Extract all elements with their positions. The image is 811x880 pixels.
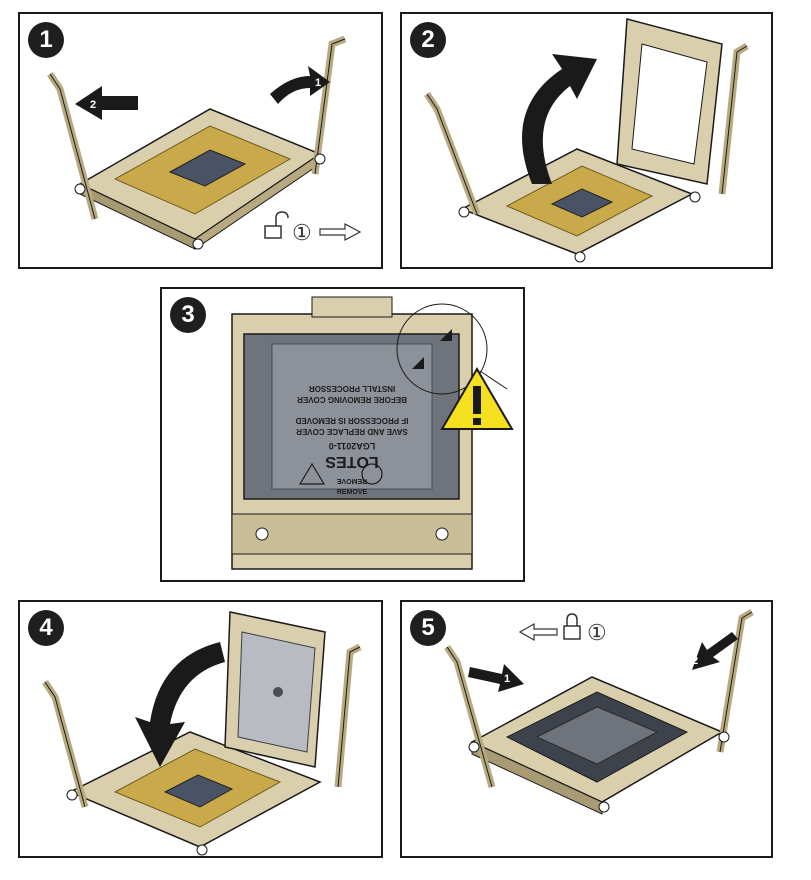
right-lever xyxy=(722,46,747,194)
step-4-panel: 4 xyxy=(18,600,383,858)
cover-text-brand: LOTES xyxy=(325,453,379,470)
unlock-icon xyxy=(265,212,288,238)
arrow-1-label: 1 xyxy=(315,77,321,89)
cover-text-install: INSTALL PROCESSOR xyxy=(309,384,396,393)
cover-text-remove-bottom: REMOVE xyxy=(337,489,368,496)
arrow-1 xyxy=(468,664,524,692)
warning-triangle-icon xyxy=(437,364,517,434)
step-3-panel: 3 REMOVE LOTES LGA2011-0 SAVE AND REPLAC… xyxy=(160,287,525,582)
step-2-illustration xyxy=(402,14,771,267)
arrow-right-icon xyxy=(320,224,360,240)
step-5-illustration: ① 1 2 xyxy=(402,602,771,856)
cover-text-save: SAVE AND REPLACE COVER xyxy=(296,427,408,436)
arrow-2 xyxy=(75,86,138,120)
lock-step-number: ① xyxy=(587,620,607,645)
cover-text-model: LGA2011-0 xyxy=(329,441,376,451)
step-3-illustration: REMOVE LOTES LGA2011-0 SAVE AND REPLACE … xyxy=(162,289,523,580)
step-1-illustration: 1 2 ① xyxy=(20,14,381,267)
step-1-panel: 1 1 2 ① xyxy=(18,12,383,269)
lock-icon xyxy=(564,614,580,639)
left-lever xyxy=(45,682,85,807)
cover-text-before: BEFORE REMOVING COVER xyxy=(297,395,407,404)
left-lever xyxy=(427,94,477,214)
cover-text-if-removed: IF PROCESSOR IS REMOVED xyxy=(295,416,408,425)
arrow-2-label: 2 xyxy=(692,655,698,667)
arrow-1-label: 1 xyxy=(504,673,510,685)
step-4-illustration xyxy=(20,602,381,856)
step-5-panel: 5 ① 1 2 xyxy=(400,600,773,858)
step-2-panel: 2 xyxy=(400,12,773,269)
right-lever xyxy=(720,612,752,752)
unlock-step-number: ① xyxy=(292,220,312,245)
left-lever xyxy=(447,647,492,787)
arrow-left-icon xyxy=(520,624,557,640)
arrow-2-label: 2 xyxy=(90,99,96,111)
